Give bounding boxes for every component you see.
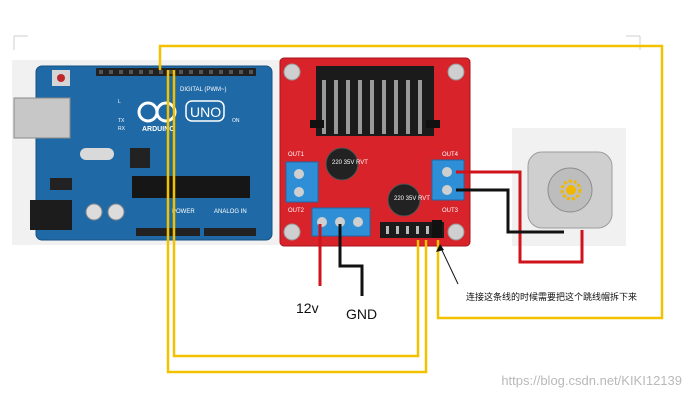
capacitor-2-label: 220 35V RVT [394, 196, 430, 202]
page-corner-mark-left [13, 35, 28, 50]
atmega-chip [132, 176, 250, 198]
capacitor-1: 220 35V RVT [325, 147, 368, 181]
uno-model-text: UNO [190, 104, 221, 120]
page-corner-mark-right [626, 35, 641, 50]
dc-power-jack [30, 200, 72, 230]
out2-label: OUT2 [288, 208, 305, 214]
regulator-chip [50, 178, 72, 190]
jumper-cap [432, 220, 442, 238]
crystal-oscillator [80, 148, 114, 160]
capacitor-2: 220 35V RVT [387, 183, 430, 217]
power-ground-wire [338, 224, 364, 296]
out3-label: OUT3 [442, 208, 459, 214]
power-header-label: POWER [172, 209, 195, 215]
signal-wire-inner [166, 70, 428, 374]
analog-header-label: ANALOG IN [214, 209, 247, 215]
label-gnd: GND [346, 306, 378, 322]
out1-label: OUT1 [288, 152, 305, 158]
note-arrow-line [439, 245, 459, 285]
analog-header [204, 228, 256, 236]
arduino-brand-text: ARDUINO [142, 126, 175, 133]
jumper-enb [426, 120, 440, 128]
l298n-driver-board: 220 35V RVT 220 35V RVT OUT1 OUT2 OUT3 O… [279, 57, 471, 247]
heat-sink-fins [322, 80, 422, 134]
capacitor-right [107, 203, 125, 221]
digital-header [96, 68, 256, 76]
label-12v: 12v [296, 300, 319, 316]
led-label-l: L [118, 99, 121, 105]
reset-button-cap [57, 74, 65, 82]
watermark: https://blog.csdn.net/KIKI12139 [501, 373, 682, 388]
mount-hole-br [447, 223, 465, 241]
mount-hole-tl [283, 63, 301, 81]
jumper-note: 连接这条线的时候需要把这个跳线帽拆下来 [466, 292, 638, 302]
motor-wire-black [456, 188, 564, 234]
terminal-out1-out2 [285, 161, 319, 203]
mount-hole-bl [283, 223, 301, 241]
digital-header-label: DIGITAL (PWM~) [180, 87, 227, 93]
on-led-label: ON [232, 118, 240, 124]
mount-hole-tr [447, 63, 465, 81]
jumper-ena [310, 120, 324, 128]
usb-connector [13, 97, 71, 139]
led-label-tx: TX [118, 118, 125, 124]
dc-motor [512, 128, 626, 246]
digital-header-pins [99, 70, 253, 74]
arduino-uno-board: DIGITAL (PWM~) ARDUINO UNO POWER ANALOG … [12, 60, 280, 245]
motor-wire-red [456, 170, 584, 264]
usb-chip [130, 148, 150, 168]
capacitor-1-label: 220 35V RVT [332, 160, 368, 166]
led-label-rx: RX [118, 126, 126, 132]
uno-badge [185, 100, 225, 122]
note-arrow-head [436, 244, 444, 252]
gear-icon [560, 179, 582, 201]
signal-wire-outer [158, 44, 664, 320]
heat-sink [316, 66, 434, 136]
terminal-out3-out4 [431, 159, 465, 201]
signal-wire-middle [172, 70, 420, 358]
capacitor-left [85, 203, 103, 221]
out4-label: OUT4 [442, 152, 459, 158]
